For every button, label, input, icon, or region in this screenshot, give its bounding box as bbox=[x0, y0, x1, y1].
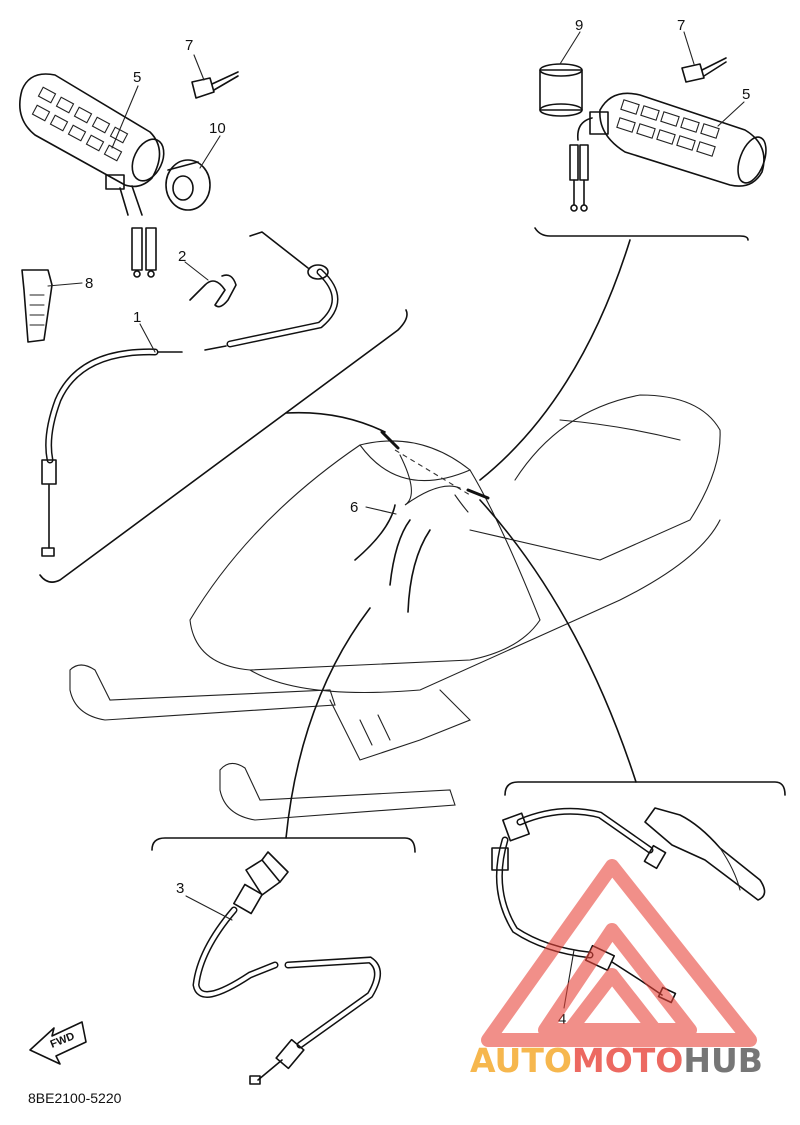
watermark-triangle-logo bbox=[481, 859, 757, 1047]
pointer-lines bbox=[285, 239, 637, 839]
screw-right bbox=[681, 57, 727, 83]
callout-7-right: 7 bbox=[677, 17, 685, 34]
throttle-cable bbox=[41, 231, 339, 557]
panel-bottom-left-frame bbox=[151, 837, 416, 853]
grip-collar bbox=[165, 159, 211, 211]
callout-5-right: 5 bbox=[742, 86, 750, 103]
left-throttle-grip bbox=[19, 73, 165, 278]
watermark-text: AUTOMOTOHUB bbox=[470, 1041, 763, 1080]
handlebar-parts-on-hood bbox=[380, 430, 490, 513]
panel-bottom-right-frame bbox=[504, 781, 786, 796]
right-heated-grip bbox=[569, 92, 767, 212]
watermark-moto: MOTO bbox=[572, 1041, 683, 1080]
callout-2: 2 bbox=[178, 248, 186, 265]
callout-6: 6 bbox=[350, 499, 358, 516]
callout-numbers: 5 7 10 2 8 1 9 7 5 6 3 4 bbox=[85, 17, 750, 1028]
fwd-arrow: FWD bbox=[29, 1021, 87, 1065]
callout-5-left: 5 bbox=[133, 69, 141, 86]
callout-8: 8 bbox=[85, 275, 93, 292]
callout-10: 10 bbox=[209, 120, 226, 137]
cable-clip bbox=[189, 274, 237, 308]
callout-7-left: 7 bbox=[185, 37, 193, 54]
callout-3: 3 bbox=[176, 880, 184, 897]
panel-left-frame bbox=[39, 309, 408, 583]
watermark-hub: HUB bbox=[683, 1041, 763, 1080]
cable-band bbox=[21, 269, 53, 343]
choke-cable bbox=[192, 851, 381, 1085]
watermark-auto: AUTO bbox=[470, 1041, 572, 1080]
snowmobile-body bbox=[69, 394, 721, 821]
brake-cable-lever bbox=[491, 807, 766, 1004]
callout-4: 4 bbox=[558, 1011, 566, 1028]
callout-9: 9 bbox=[575, 17, 583, 34]
watermark: AUTOMOTOHUB bbox=[470, 859, 763, 1080]
part-code: 8BE2100-5220 bbox=[28, 1090, 122, 1106]
grip-end-weight bbox=[539, 63, 583, 117]
callout-1: 1 bbox=[133, 309, 141, 326]
panel-right-frame bbox=[534, 227, 749, 241]
screw-left bbox=[191, 71, 239, 99]
